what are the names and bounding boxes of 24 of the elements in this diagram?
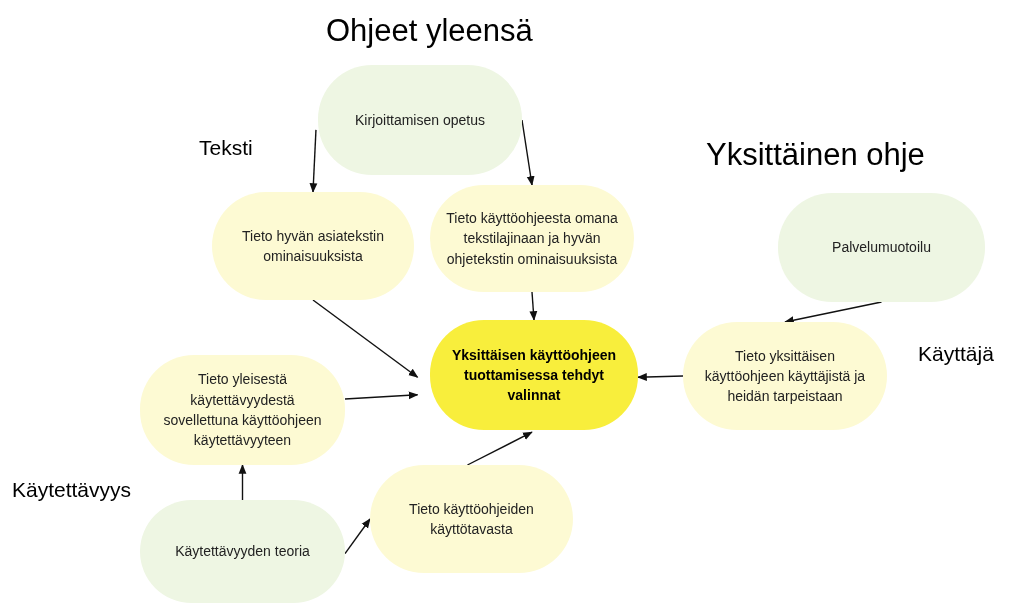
pill-node: Käytettävyyden teoria bbox=[140, 500, 345, 603]
category-label: Teksti bbox=[199, 135, 253, 161]
pill-node: Tieto hyvän asiatekstin ominaisuuksista bbox=[212, 192, 414, 300]
arrow bbox=[344, 518, 371, 555]
arrow bbox=[312, 299, 419, 378]
pill-node: Tieto yleisestä käytettävyydestä sovellettuna käyttöohjeen käytettävyyteen bbox=[140, 355, 345, 465]
category-label: Käyttäjä bbox=[918, 341, 994, 367]
arrow bbox=[784, 301, 883, 325]
category-label: Yksittäinen ohje bbox=[706, 136, 925, 174]
pill-node: Kirjoittamisen opetus bbox=[318, 65, 522, 175]
category-label: Käytettävyys bbox=[12, 477, 132, 503]
arrow bbox=[309, 129, 318, 193]
pill-node: Tieto käyttöohjeiden käyttötavasta bbox=[370, 465, 573, 573]
pill-node: Tieto yksittäisen käyttöohjeen käyttäjistä ja heidän tarpeistaan bbox=[683, 322, 887, 430]
arrow bbox=[529, 291, 538, 321]
arrow bbox=[344, 391, 419, 400]
arrow bbox=[521, 119, 535, 186]
arrow bbox=[466, 431, 533, 466]
category-label: Ohjeet yleensä bbox=[326, 12, 533, 50]
pill-node: Palvelumuotoilu bbox=[778, 193, 985, 302]
highlighted-pill-node: Yksittäisen käyttöohjeen tuottamisessa tehdyt valinnat bbox=[430, 320, 638, 430]
pill-node: Tieto käyttöohjeesta omana tekstilajinaan ja hyvän ohjetekstin ominaisuuksista bbox=[430, 185, 634, 292]
arrow bbox=[238, 464, 247, 501]
arrow bbox=[637, 373, 684, 381]
